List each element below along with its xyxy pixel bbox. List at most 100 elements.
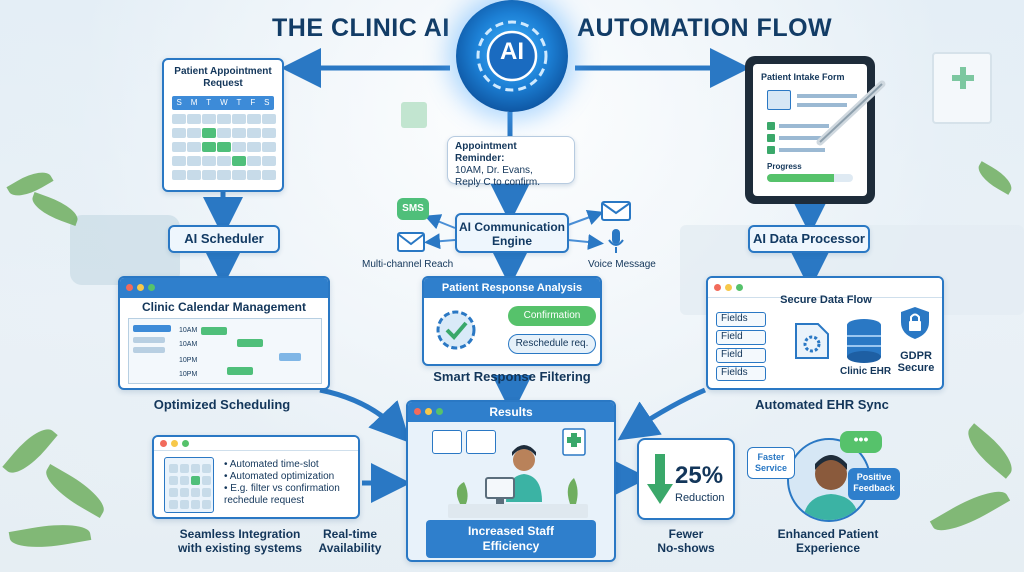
window-dot <box>160 440 167 447</box>
positive-feedback-bubble: Positive Feedback <box>848 468 900 500</box>
weekday: S <box>176 98 182 107</box>
calendar-day-cell <box>232 114 246 124</box>
progress-fill <box>767 174 835 182</box>
faster-service-bubble: Faster Service <box>747 447 795 479</box>
enhanced-patient-experience-caption: Enhanced Patient Experience <box>758 527 898 555</box>
sms-icon: SMS <box>397 198 429 220</box>
gdpr-line: Secure <box>897 362 935 374</box>
weekday: S <box>264 98 270 107</box>
window-dot <box>436 408 443 415</box>
title-right: AUTOMATION FLOW <box>577 14 833 42</box>
appointment-slot <box>279 353 301 361</box>
caption-line: Increased Staff <box>467 524 555 538</box>
email-icon <box>397 232 425 252</box>
calendar-day-cell <box>191 488 200 497</box>
weekday: T <box>236 98 242 107</box>
communication-engine-label: AI Communication Engine <box>455 213 569 253</box>
caption-line: Availability <box>318 541 382 555</box>
calendar-day-cell <box>172 114 186 124</box>
calendar-day-cell <box>202 156 216 166</box>
bubble-line: Feedback <box>853 483 895 493</box>
calendar-day-cell <box>169 476 178 485</box>
calendar-management-title: Clinic Calendar Management <box>141 300 307 314</box>
integration-bullets: • Automated time-slot • Automated optimi… <box>224 459 358 507</box>
bubble-line: Positive <box>856 472 892 482</box>
response-analysis-title: Patient Response Analysis <box>424 278 600 298</box>
percent-value: 25% <box>675 462 724 489</box>
reduction-label: Reduction <box>675 492 725 504</box>
field-box: Field <box>716 330 766 345</box>
calendar-management-window: Clinic Calendar Management 10AM 10AM 10P… <box>118 276 330 390</box>
brain-gear-icon <box>476 20 548 92</box>
calendar-icon <box>164 457 214 513</box>
calendar-day-cell <box>232 128 246 138</box>
response-analysis-window: Patient Response Analysis Confirmation R… <box>422 276 602 366</box>
gdpr-label: GDPR Secure <box>894 350 938 374</box>
patient-photo-icon <box>767 90 791 110</box>
form-line <box>779 148 825 152</box>
ai-data-processor-label: AI Data Processor <box>748 225 870 253</box>
medical-document-icon <box>562 428 586 456</box>
calendar-day-cell <box>247 114 261 124</box>
down-arrow-icon <box>647 454 673 504</box>
bubble-line: Faster <box>757 452 785 462</box>
ai-scheduler-label: AI Scheduler <box>168 225 280 253</box>
window-dot <box>736 284 743 291</box>
calendar-day-cell <box>232 142 246 152</box>
calendar-day-cell <box>262 142 276 152</box>
checkbox-icon <box>767 122 775 130</box>
secure-data-flow-window: Secure Data Flow Fields Field Field Fiel… <box>706 276 944 390</box>
field-box: Field <box>716 348 766 363</box>
calendar-day-cell <box>202 476 211 485</box>
reminder-line: 10AM, Dr. Evans, <box>455 165 533 176</box>
appointment-slot <box>201 327 227 335</box>
gear-check-icon <box>436 310 476 350</box>
database-icon <box>847 319 881 363</box>
window-dot <box>126 284 133 291</box>
caption-line: Fewer <box>668 527 704 541</box>
bullet-text: E.g. filter vs confirmation rechedule re… <box>224 483 340 506</box>
bullet-item: • Automated time-slot <box>224 459 319 470</box>
reminder-line: Reply C to confirm. <box>455 177 541 188</box>
seamless-integration-caption: Seamless Integration with existing syste… <box>170 527 310 555</box>
field-box: Fields <box>716 366 766 381</box>
form-line <box>797 103 847 107</box>
staff-at-desk-illustration <box>448 445 588 518</box>
calendar-day-cell <box>191 500 200 509</box>
calendar-day-cell <box>202 114 216 124</box>
window-dot <box>182 440 189 447</box>
engine-line: AI Communication <box>458 220 565 234</box>
window-dot <box>425 408 432 415</box>
calendar-day-cell <box>202 170 216 180</box>
increased-staff-efficiency-caption: Increased Staff Efficiency <box>426 520 596 558</box>
time-label: 10PM <box>179 357 198 364</box>
smart-filtering-caption: Smart Response Filtering <box>433 369 591 384</box>
appointment-slot <box>237 339 263 347</box>
calendar-day-cell <box>187 128 201 138</box>
time-label: 10PM <box>179 371 198 378</box>
ai-badge-label: AI <box>500 38 524 65</box>
window-dot <box>414 408 421 415</box>
calendar-day-cell <box>217 114 231 124</box>
clinic-ehr-label: Clinic EHR <box>840 366 892 377</box>
calendar-day-cell <box>247 128 261 138</box>
calendar-grid <box>172 114 276 184</box>
no-shows-card: 25% Reduction <box>637 438 735 520</box>
calendar-day-cell <box>191 464 200 473</box>
appointment-request-card: Patient Appointment Request S M T W T F … <box>162 58 284 192</box>
time-label: 10AM <box>179 327 198 334</box>
reminder-title: Appointment Reminder: <box>455 141 517 164</box>
calendar-day-cell <box>191 476 200 485</box>
intake-form-screen: Patient Intake Form Progress <box>753 64 867 196</box>
bullet-text: Automated time-slot <box>229 459 319 470</box>
calendar-weekday-row: S M T W T F S <box>172 98 274 107</box>
patient-card-icon <box>432 430 462 454</box>
form-line <box>779 136 821 140</box>
results-titlebar: Results <box>408 402 614 422</box>
calendar-day-cell <box>202 488 211 497</box>
window-titlebar <box>154 437 358 451</box>
caption-line: Enhanced Patient <box>777 527 879 541</box>
reschedule-pill: Reschedule req. <box>508 334 596 354</box>
progress-label: Progress <box>767 162 802 171</box>
calendar-day-cell <box>262 156 276 166</box>
